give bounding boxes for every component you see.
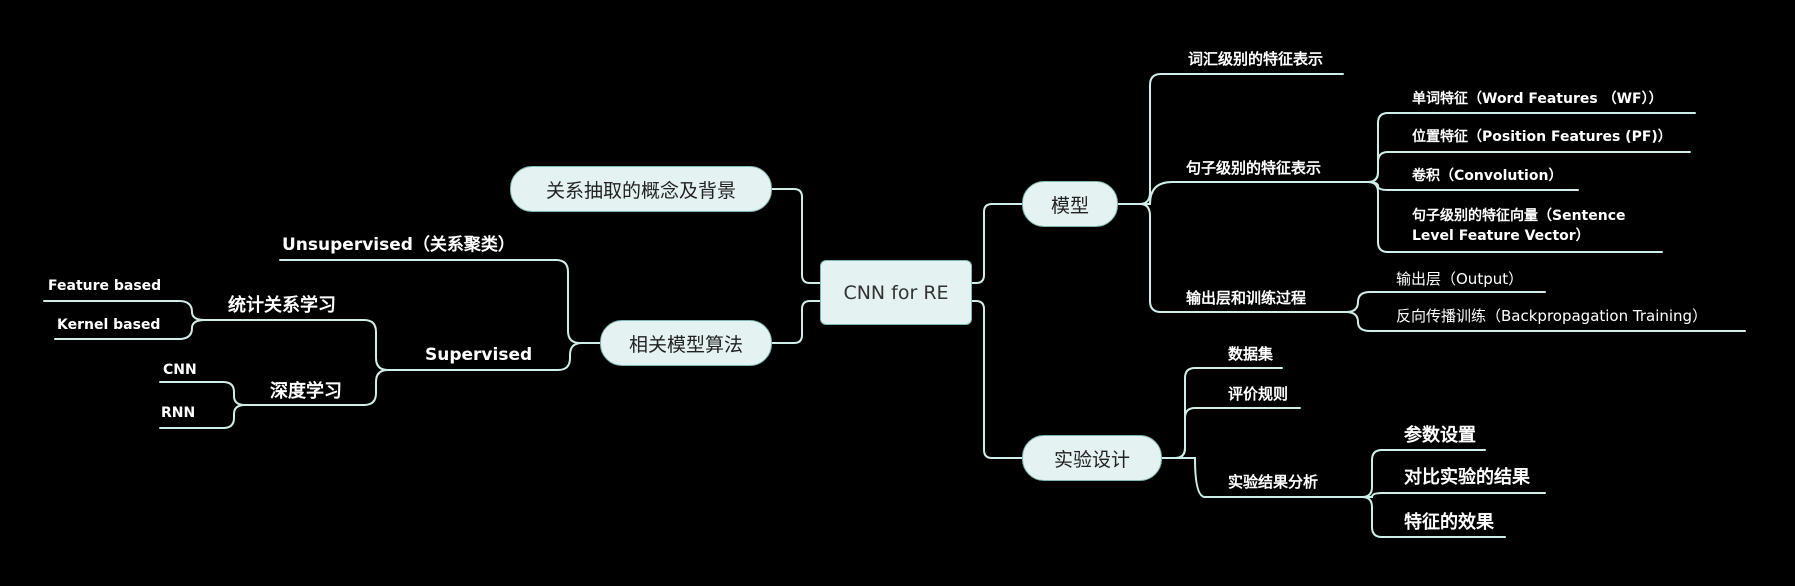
label-output-and-training: 输出层和训练过程 <box>1186 289 1307 307</box>
edge-stat-kernel <box>54 319 226 340</box>
edge-model-word <box>1117 73 1344 205</box>
edge-analysis-effect <box>1361 496 1506 538</box>
edge-model-out <box>1117 203 1321 313</box>
label-sentence-feature-vector-line2: Level Feature Vector） <box>1412 228 1590 245</box>
label-feature-effects: 特征的效果 <box>1404 512 1494 533</box>
label-position-features: 位置特征（Position Features (PF)） <box>1412 129 1672 145</box>
node-concept-background[interactable]: 关系抽取的概念及背景 <box>510 166 772 212</box>
label-rnn: RNN <box>161 405 196 421</box>
edge-exp-dataset <box>1161 367 1283 459</box>
edge-sent-sfv <box>1344 181 1663 253</box>
label-dataset: 数据集 <box>1228 345 1274 363</box>
label-convolution: 卷积（Convolution） <box>1412 168 1563 184</box>
node-experiment-design[interactable]: 实验设计 <box>1022 435 1162 481</box>
edge-algos-sup <box>394 342 601 371</box>
edge-root-algos <box>771 300 821 344</box>
label-sentence-feature-vector: 句子级别的特征向量（Sentence Level Feature Vector） <box>1412 206 1626 247</box>
node-related-algorithms[interactable]: 相关模型算法 <box>600 320 772 366</box>
label-feature-based: Feature based <box>48 278 162 294</box>
edge-root-model <box>971 203 1023 284</box>
edge-root-concept <box>771 188 821 284</box>
edge-sup-deep <box>259 369 396 406</box>
label-deep-learning: 深度学习 <box>270 381 342 402</box>
label-word-features: 单词特征（Word Features （WF）） <box>1412 91 1663 107</box>
edge-out-bp <box>1319 311 1746 332</box>
edge-analysis-compare <box>1364 492 1546 498</box>
node-model[interactable]: 模型 <box>1022 181 1118 227</box>
label-unsupervised: Unsupervised（关系聚类） <box>282 235 515 255</box>
label-evaluation-metric: 评价规则 <box>1228 385 1289 403</box>
label-statistical-learning: 统计关系学习 <box>228 295 336 316</box>
label-backpropagation: 反向传播训练（Backpropagation Training） <box>1396 307 1708 325</box>
label-sentence-level-features: 句子级别的特征表示 <box>1186 159 1322 177</box>
label-word-level-features: 词汇级别的特征表示 <box>1188 50 1324 68</box>
label-result-analysis: 实验结果分析 <box>1228 473 1319 491</box>
label-comparison-results: 对比实验的结果 <box>1404 467 1530 488</box>
edge-model-sent <box>1117 181 1346 205</box>
label-sentence-feature-vector-line1: 句子级别的特征向量（Sentence <box>1412 208 1626 224</box>
label-supervised: Supervised <box>425 345 533 365</box>
edge-deep-rnn <box>159 404 261 429</box>
edge-algos-unsup <box>279 259 601 344</box>
edge-exp-analysis <box>1161 457 1366 498</box>
edge-deep-cnn <box>159 381 261 406</box>
edge-sup-stat <box>224 319 396 371</box>
edge-root-exp <box>971 300 1023 459</box>
label-parameter-settings: 参数设置 <box>1404 425 1476 446</box>
edge-exp-metric <box>1161 407 1301 459</box>
label-output-layer: 输出层（Output） <box>1396 270 1524 288</box>
label-kernel-based: Kernel based <box>57 317 161 333</box>
label-cnn: CNN <box>163 362 197 378</box>
root-node[interactable]: CNN for RE <box>820 260 972 325</box>
